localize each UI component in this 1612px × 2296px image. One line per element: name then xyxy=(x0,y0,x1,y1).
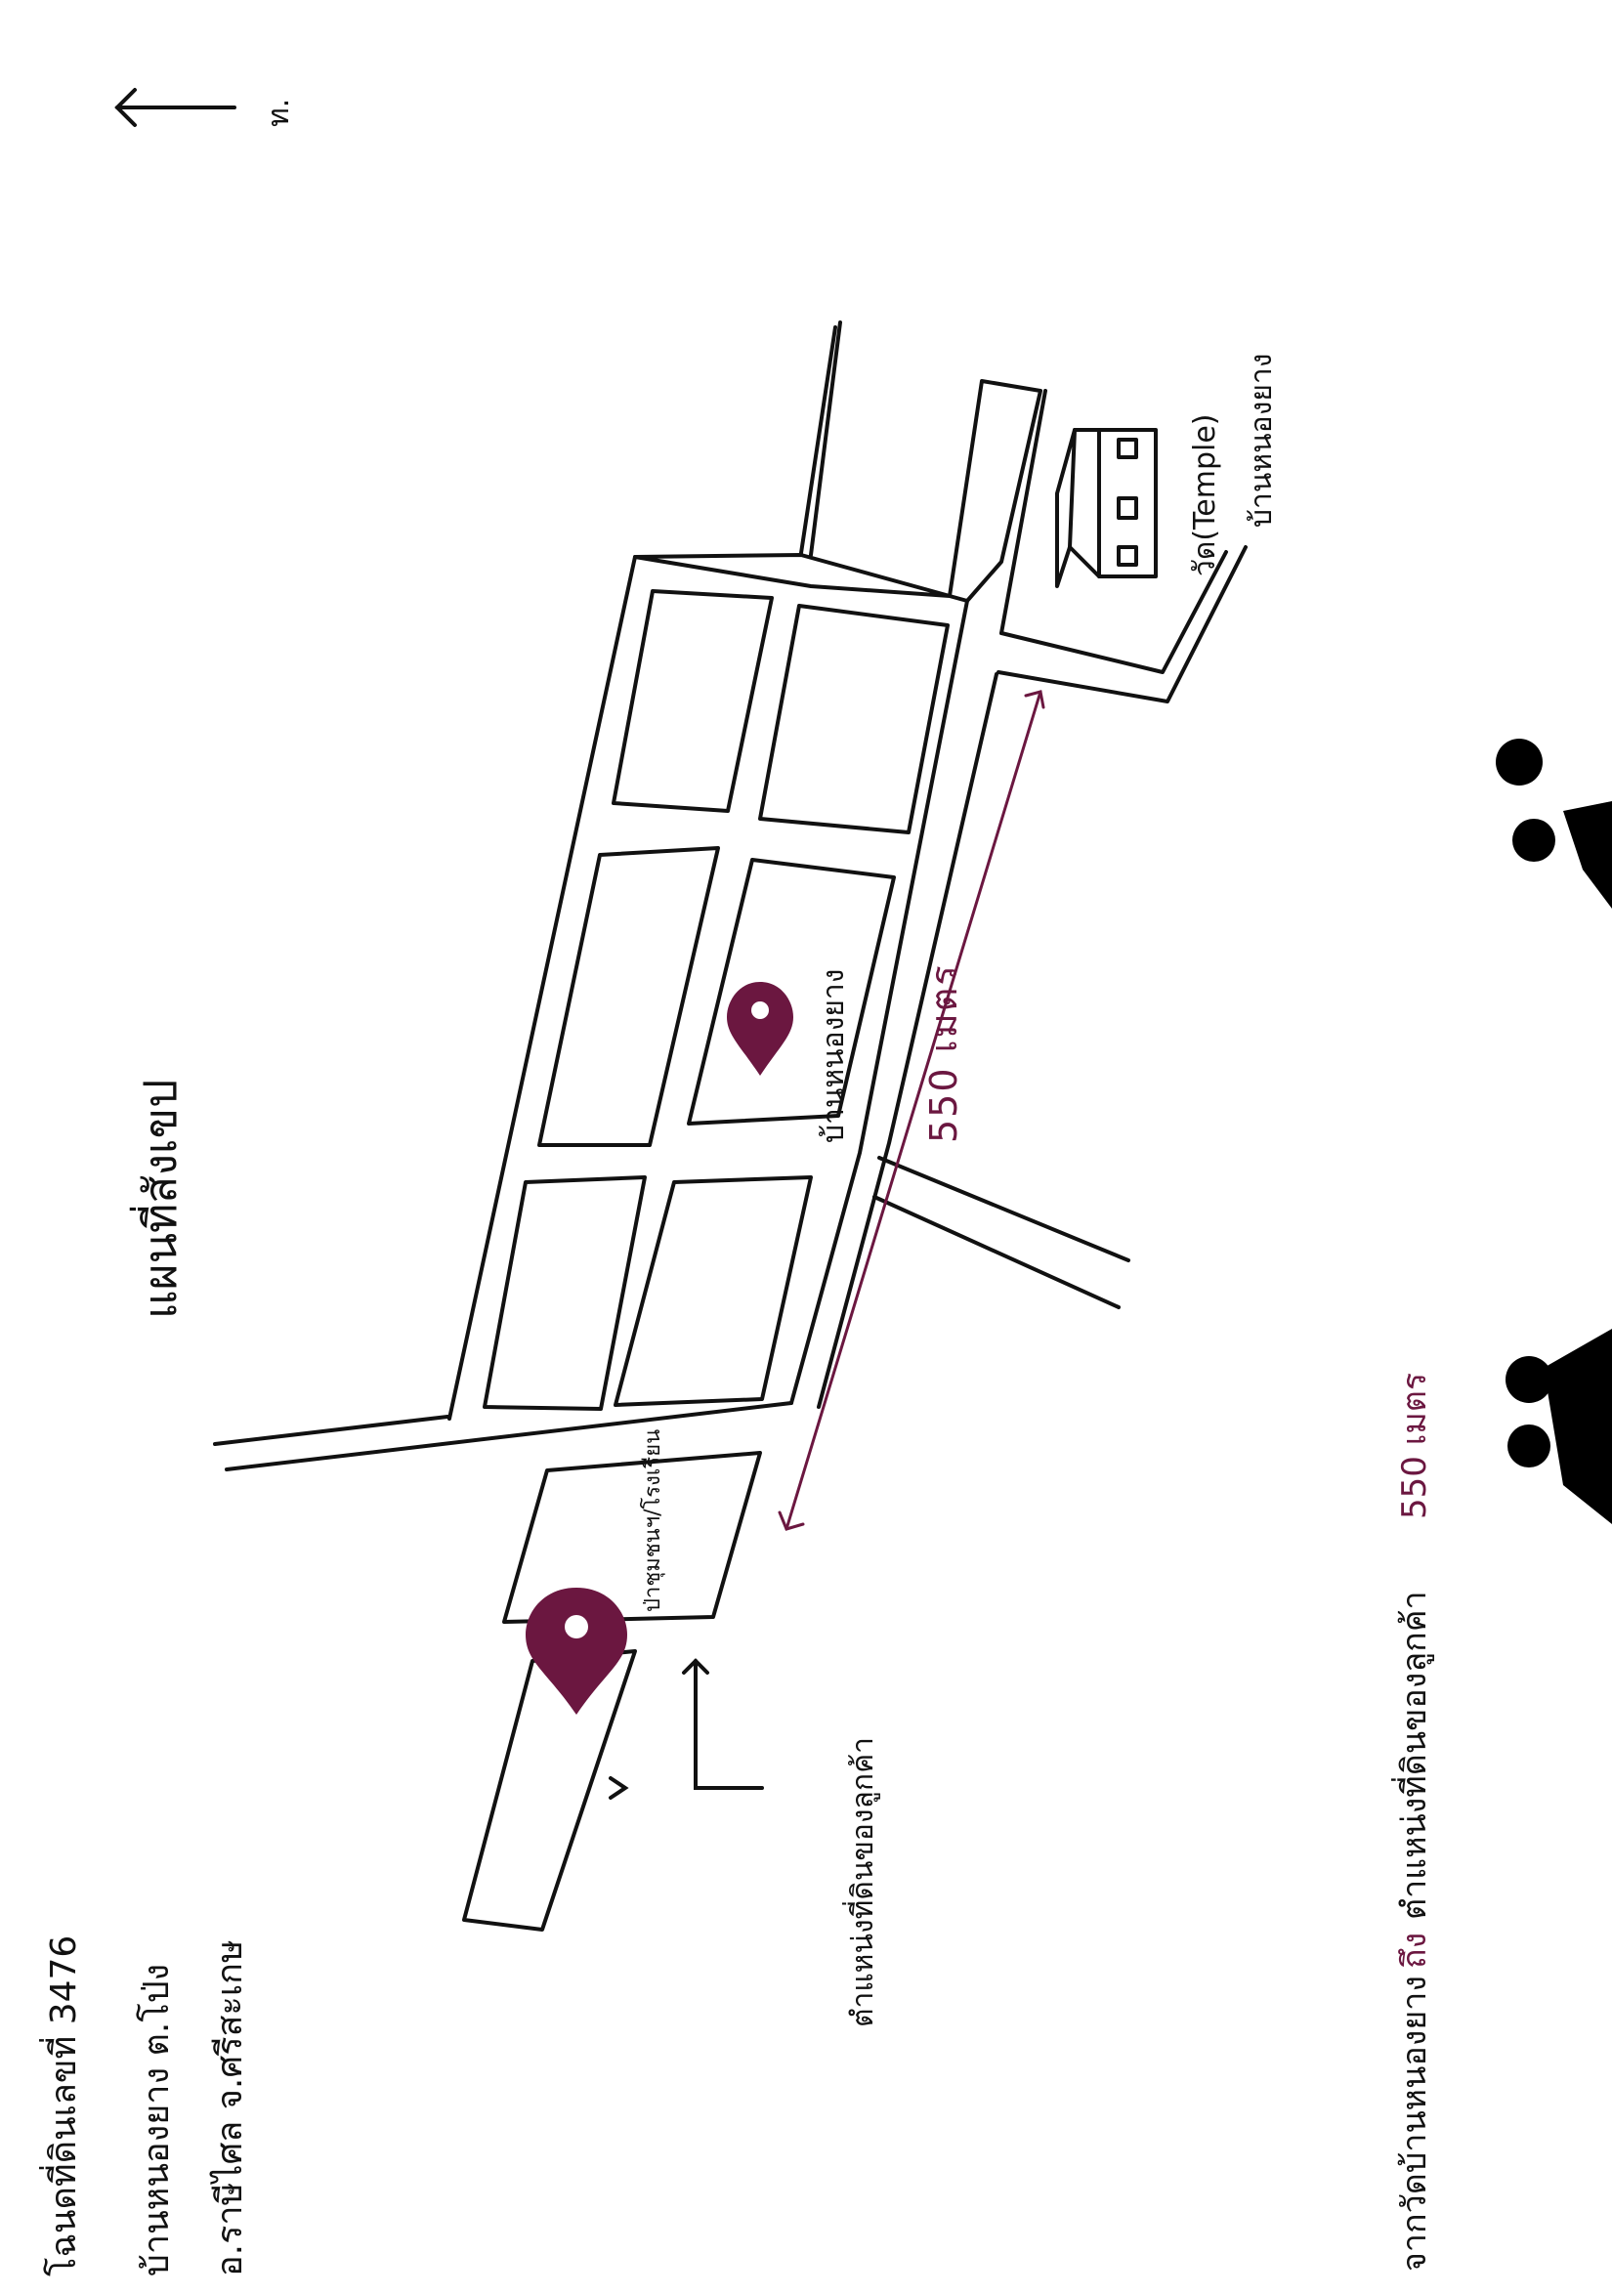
north-label: ท. xyxy=(262,98,296,127)
grid-right-road-a xyxy=(789,599,969,1405)
deed-line-2: บ้านหนองยาง ต.โป่ง xyxy=(137,1963,177,2276)
position-arrow-b xyxy=(609,1776,629,1800)
block-bottom-left xyxy=(483,1175,647,1411)
footer-from: จากวัดบ้านหนองยาง xyxy=(1395,1976,1434,2272)
footer-to-word: ถึง xyxy=(1395,1932,1434,1969)
grid-left-edge xyxy=(447,555,637,1421)
footer-to: ตำแหน่งที่ดินของลูกค้า xyxy=(1395,1591,1434,1920)
location-marker-customer xyxy=(526,1588,627,1715)
position-arrow-stem xyxy=(694,1659,764,1790)
parcel-community xyxy=(502,1451,762,1624)
grid-right-road-b xyxy=(817,672,998,1409)
land-position-label: ตำแหน่งที่ดินของลูกค้า xyxy=(846,1737,880,2027)
block-bottom-right xyxy=(614,1175,813,1407)
deed-line-1: โฉนดที่ดินเลขที่ 3476 xyxy=(44,1935,84,2276)
location-marker-village xyxy=(727,982,793,1076)
distance-label: 550 เมตร xyxy=(922,963,965,1143)
block-mid-left xyxy=(537,846,720,1147)
main-road-edge-a xyxy=(213,1415,449,1446)
temple-sublabel: บ้านหนองยาง xyxy=(1245,353,1279,528)
ink-blot-decoration xyxy=(1496,739,1612,1524)
road-to-temple-b xyxy=(999,550,1228,674)
position-arrow-a xyxy=(682,1658,709,1675)
block-top-right xyxy=(758,604,950,834)
temple-label: วัด(Temple) xyxy=(1188,413,1222,576)
distance-arrow-icon xyxy=(778,690,1045,1531)
block-top-left xyxy=(612,589,774,813)
road-block-outline xyxy=(633,379,1042,603)
parcel-customer-strip xyxy=(462,1649,637,1932)
road-to-north-a xyxy=(799,325,837,555)
page-title: แผนที่สังเขป xyxy=(134,1079,187,1319)
road-to-north-b xyxy=(809,320,842,557)
temple-building-icon xyxy=(1055,428,1158,588)
community-label: ป่าชุมชนฯ/โรงเรียน xyxy=(641,1428,665,1612)
footer-distance: 550 เมตร xyxy=(1395,1372,1434,1519)
branch-road-a xyxy=(877,1156,1130,1262)
main-road-edge-b xyxy=(225,1401,793,1471)
road-to-temple-c xyxy=(997,545,1248,703)
village-label: บ้านหนองยาง xyxy=(817,968,851,1143)
road-to-temple-a xyxy=(999,389,1047,635)
deed-line-3: อ.ราษีไศล จ.ศรีสะเกษ xyxy=(210,1939,250,2276)
block-mid-right xyxy=(687,858,896,1126)
branch-road-b xyxy=(872,1195,1121,1309)
